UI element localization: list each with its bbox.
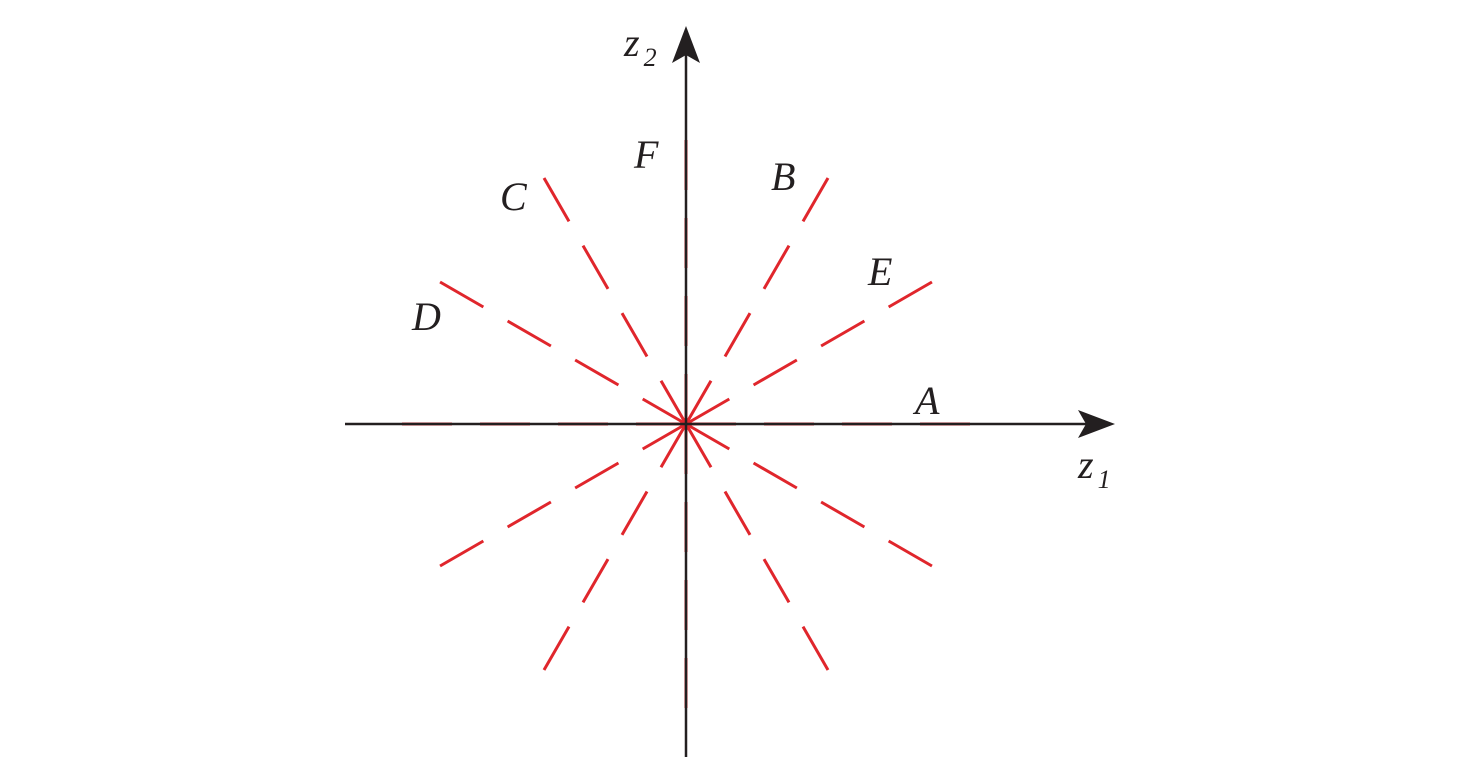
line-b-pos [684, 176, 830, 425]
y-axis-arrow-icon [672, 26, 700, 63]
line-label-f: F [633, 132, 659, 177]
line-label-c: C [500, 174, 528, 219]
line-c-neg [684, 423, 830, 672]
line-label-d: D [411, 294, 441, 339]
line-label-b: B [771, 154, 795, 199]
line-e-pos [685, 280, 934, 426]
line-label-e: E [867, 249, 892, 294]
line-d-neg [685, 422, 934, 568]
line-label-a: A [912, 378, 940, 423]
line-b-neg [542, 423, 688, 672]
line-c-pos [542, 176, 688, 425]
line-e-neg [438, 422, 687, 568]
line-d-pos [438, 280, 687, 426]
x-axis-arrow-icon [1078, 410, 1115, 438]
